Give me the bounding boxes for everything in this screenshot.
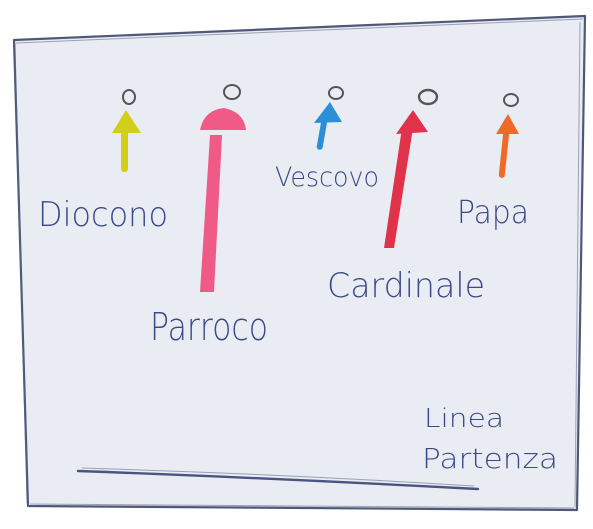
figure-papa: Papa	[457, 93, 529, 231]
diacono-head-icon	[122, 89, 136, 105]
diacono-arrow-shaft	[121, 128, 128, 172]
parroco-label: Parroco	[150, 305, 268, 349]
cardinale-arrow-shaft	[384, 128, 413, 248]
parroco-arrow-head-icon	[200, 108, 246, 130]
vescovo-head-icon	[328, 86, 344, 100]
diacono-label: Diocono	[38, 195, 168, 235]
start-line-sketch	[81, 467, 475, 487]
figure-parroco: Parroco	[150, 84, 268, 349]
start-line	[76, 469, 480, 491]
papa-arrow-head-icon	[496, 114, 519, 134]
papa-label: Papa	[457, 193, 529, 231]
vescovo-arrow-shaft	[316, 118, 328, 150]
start-line-label-2: Partenza	[422, 442, 558, 475]
cardinale-head-icon	[417, 88, 439, 106]
start-line-label-1: Linea	[424, 404, 504, 434]
start-line-group: Linea Partenza	[76, 404, 558, 491]
vescovo-arrow-head-icon	[314, 102, 342, 123]
parroco-head-icon	[223, 84, 241, 100]
paper-border-sketch	[14, 18, 584, 509]
cardinale-label: Cardinale	[327, 266, 485, 306]
figure-diacono: Diocono	[38, 89, 168, 235]
diacono-arrow-head-icon	[112, 110, 141, 133]
vescovo-label: Vescovo	[275, 162, 379, 193]
parroco-arrow-shaft	[200, 135, 222, 292]
cardinale-arrow-head-icon	[396, 110, 428, 134]
figure-vescovo: Vescovo	[275, 86, 379, 193]
paper	[12, 14, 587, 512]
papa-head-icon	[503, 93, 519, 107]
papa-arrow-shaft	[498, 130, 510, 178]
figure-cardinale: Cardinale	[327, 88, 485, 306]
